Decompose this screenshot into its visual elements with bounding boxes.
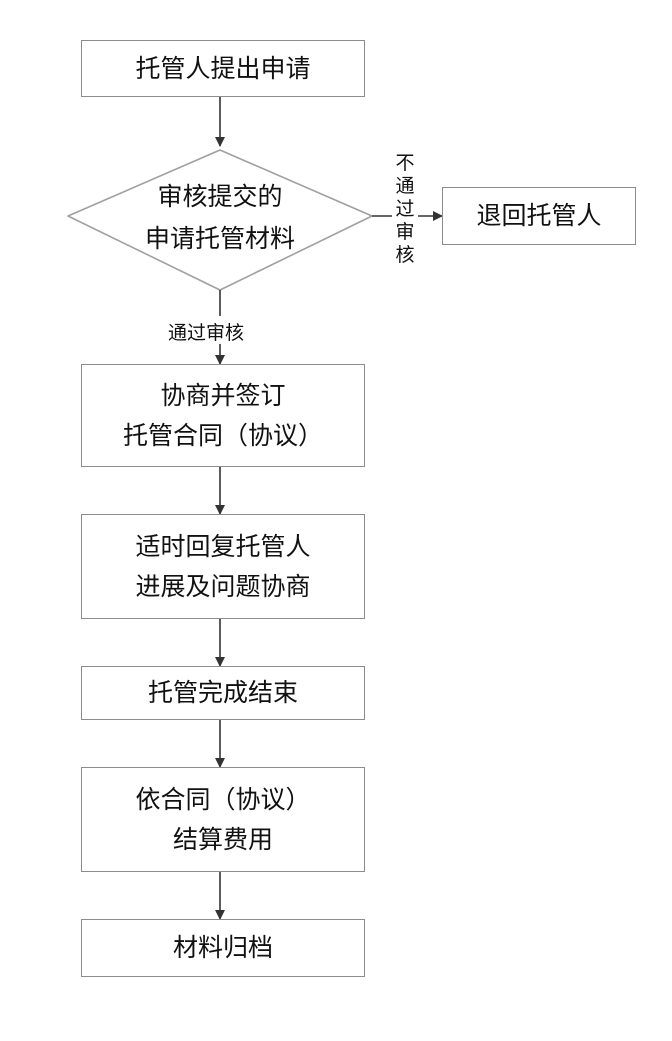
step-settle-line-1: 依合同（协议）	[135, 784, 311, 814]
review-decision-text: 审核提交的 申请托管材料	[100, 176, 340, 260]
fail-char-5: 核	[395, 244, 415, 266]
step-sign-line-2: 托管合同（协议）	[122, 420, 323, 450]
step-apply-box: 托管人提出申请	[81, 40, 365, 97]
step-reply-line-2: 进展及问题协商	[135, 571, 311, 601]
step-reply-box: 适时回复托管人 进展及问题协商	[81, 514, 365, 619]
step-reject-box: 退回托管人	[442, 187, 636, 245]
fail-char-4: 审	[395, 221, 415, 243]
step-reply-line-1: 适时回复托管人	[135, 531, 311, 561]
step-finish-box: 托管完成结束	[81, 666, 365, 720]
step-settle-box: 依合同（协议） 结算费用	[81, 767, 365, 872]
step-sign-box: 协商并签订 托管合同（协议）	[81, 364, 365, 467]
review-line-2: 申请托管材料	[144, 224, 295, 253]
step-archive-box: 材料归档	[81, 919, 365, 977]
fail-char-1: 不	[395, 152, 415, 174]
review-line-1: 审核提交的	[157, 182, 283, 211]
step-finish-text: 托管完成结束	[147, 678, 298, 707]
fail-char-3: 过	[395, 198, 415, 220]
pass-review-label: 通过审核	[168, 322, 245, 344]
step-apply-text: 托管人提出申请	[135, 53, 311, 83]
fail-char-2: 通	[395, 175, 415, 197]
step-archive-text: 材料归档	[172, 933, 273, 962]
step-sign-line-1: 协商并签订	[160, 380, 286, 410]
fail-review-label: 不 通 过 审 核	[394, 152, 416, 267]
step-reject-text: 退回托管人	[476, 201, 602, 230]
step-settle-line-2: 结算费用	[172, 824, 273, 854]
